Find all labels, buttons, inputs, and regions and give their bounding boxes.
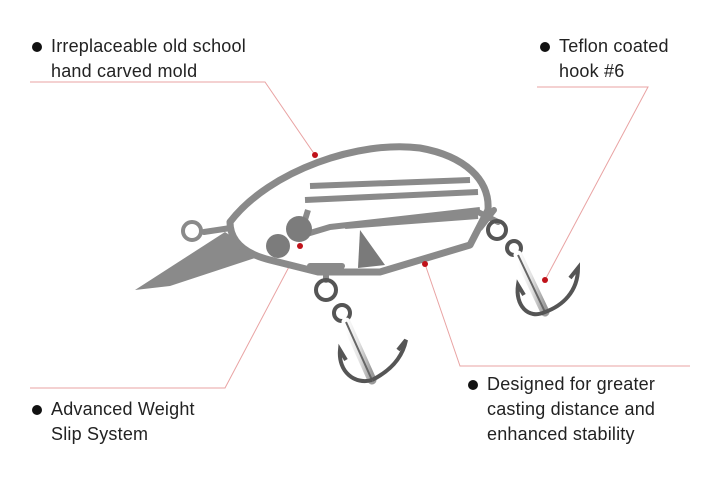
callout-mold: Irreplaceable old school hand carved mol… xyxy=(32,34,246,84)
bullet-icon xyxy=(32,405,42,415)
bullet-icon xyxy=(32,42,42,52)
marker-stability xyxy=(422,261,428,267)
callout-weight-line1: Advanced Weight xyxy=(51,399,195,419)
leader-stability xyxy=(424,263,690,367)
callout-hook-line1: Teflon coated xyxy=(559,36,669,56)
marker-mold xyxy=(312,152,318,158)
callout-weight-line2: Slip System xyxy=(51,424,149,444)
callout-mold-line1: Irreplaceable old school xyxy=(51,36,246,56)
treble-hook-rear-icon xyxy=(486,219,581,317)
leader-hook xyxy=(537,86,649,281)
callout-stability-line1: Designed for greater xyxy=(487,374,656,394)
callout-hook-line2: hook #6 xyxy=(559,61,625,81)
callout-markers xyxy=(297,152,548,283)
callout-stability: Designed for greater casting distance an… xyxy=(468,372,655,447)
callout-hook: Teflon coated hook #6 xyxy=(540,34,669,84)
weight-balls-icon xyxy=(266,216,312,258)
diving-lip xyxy=(135,232,255,290)
treble-hook-front-icon xyxy=(314,278,408,385)
marker-weight xyxy=(297,243,303,249)
callout-stability-line3: enhanced stability xyxy=(487,424,635,444)
bullet-icon xyxy=(468,380,478,390)
marker-hook xyxy=(542,277,548,283)
leader-weight xyxy=(30,245,301,389)
hook-hanger-front-icon xyxy=(307,263,345,283)
bullet-icon xyxy=(540,42,550,52)
callout-weight: Advanced Weight Slip System xyxy=(32,397,195,447)
leader-lines xyxy=(30,81,690,389)
callout-mold-line2: hand carved mold xyxy=(51,61,198,81)
callout-stability-line2: casting distance and xyxy=(487,399,656,419)
leader-mold xyxy=(30,81,316,156)
lure-fin xyxy=(358,230,385,268)
